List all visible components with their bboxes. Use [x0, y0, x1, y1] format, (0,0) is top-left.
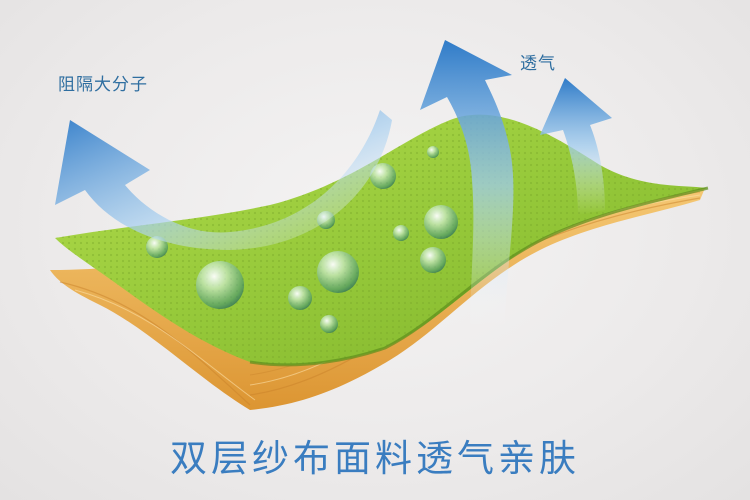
page-title: 双层纱布面料透气亲肤	[0, 428, 750, 482]
label-breathable: 透气	[520, 49, 556, 74]
label-block-large-molecules: 阻隔大分子	[58, 70, 148, 95]
